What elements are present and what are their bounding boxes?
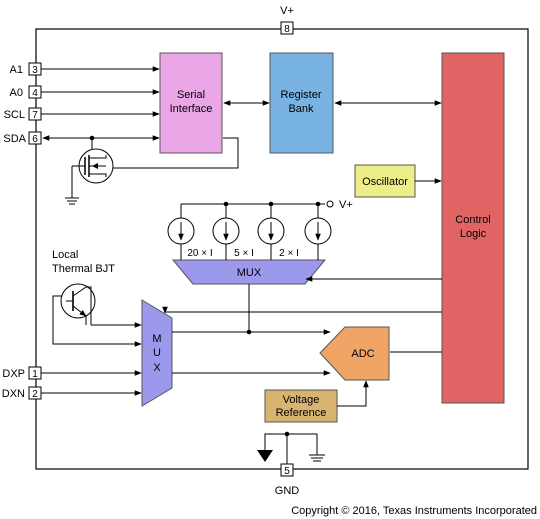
pin-dxp-number: 1 <box>32 369 38 380</box>
serial-interface-block: Serial Interface <box>159 52 223 154</box>
voltage-reference-label-1: Voltage <box>283 394 320 406</box>
current-source-icon <box>212 217 240 245</box>
pin-dxn: DXN 2 <box>2 386 42 400</box>
top-mux-block: MUX <box>171 259 327 285</box>
register-bank-label-1: Register <box>281 89 322 101</box>
local-bjt-label-1: Local <box>52 249 78 261</box>
serial-interface-label-2: Interface <box>170 103 213 115</box>
pin-vplus-label: V+ <box>280 5 294 17</box>
pin-vplus: V+ 8 <box>280 5 294 35</box>
serial-interface-label-1: Serial <box>177 89 205 101</box>
current-source-icon <box>167 217 195 245</box>
voltage-reference-block: Voltage Reference <box>264 389 338 423</box>
pin-a0-number: 4 <box>32 88 38 99</box>
current-label-5: 5 × I <box>234 248 254 259</box>
pin-dxn-number: 2 <box>32 389 38 400</box>
pin-dxn-label: DXN <box>2 388 25 400</box>
current-sources: 20 × I 5 × I 2 × I V+ <box>167 199 353 259</box>
pin-a1: A1 3 <box>10 62 42 76</box>
pin-gnd: 5 GND <box>275 463 300 497</box>
left-mux-label-u: U <box>153 347 161 359</box>
current-source-icon <box>304 217 332 245</box>
left-mux-block: M U X <box>141 299 173 407</box>
register-bank-label-2: Bank <box>288 103 314 115</box>
pin-gnd-number: 5 <box>284 466 290 477</box>
current-label-20: 20 × I <box>187 248 212 259</box>
control-logic-label-1: Control <box>455 214 490 226</box>
pin-sda-number: 6 <box>32 134 38 145</box>
pin-scl-label: SCL <box>4 109 25 121</box>
adc-block: ADC <box>319 326 390 381</box>
pin-dxp-label: DXP <box>2 368 25 380</box>
pin-a1-label: A1 <box>10 64 23 76</box>
pin-sda-label: SDA <box>3 133 26 145</box>
pin-a0-label: A0 <box>10 87 23 99</box>
left-mux-label-m: M <box>152 333 161 345</box>
signal-wires <box>41 66 442 464</box>
left-mux-label-x: X <box>153 362 161 374</box>
sda-mosfet-icon <box>65 148 114 205</box>
copyright-text: Copyright © 2016, Texas Instruments Inco… <box>291 505 537 517</box>
pin-dxp: DXP 1 <box>2 366 42 380</box>
current-supply-label: V+ <box>339 199 353 211</box>
current-label-2: 2 × I <box>279 248 299 259</box>
pin-gnd-label: GND <box>275 485 300 497</box>
pin-scl-number: 7 <box>32 110 38 121</box>
pin-sda: SDA 6 <box>3 131 42 145</box>
control-logic-block: Control Logic <box>441 52 505 404</box>
register-bank-block: Register Bank <box>269 52 334 154</box>
current-source-icon <box>257 217 285 245</box>
pin-vplus-number: 8 <box>284 24 290 35</box>
local-bjt-icon <box>60 283 96 325</box>
control-logic-label-2: Logic <box>460 228 487 240</box>
oscillator-block: Oscillator <box>354 164 416 198</box>
oscillator-label: Oscillator <box>362 176 408 188</box>
pin-scl: SCL 7 <box>4 107 42 121</box>
voltage-reference-label-2: Reference <box>276 407 327 419</box>
local-bjt-label-2: Thermal BJT <box>52 263 115 275</box>
pin-a0: A0 4 <box>10 85 42 99</box>
top-mux-label: MUX <box>237 267 262 279</box>
pin-a1-number: 3 <box>32 65 38 76</box>
adc-label: ADC <box>351 348 374 360</box>
